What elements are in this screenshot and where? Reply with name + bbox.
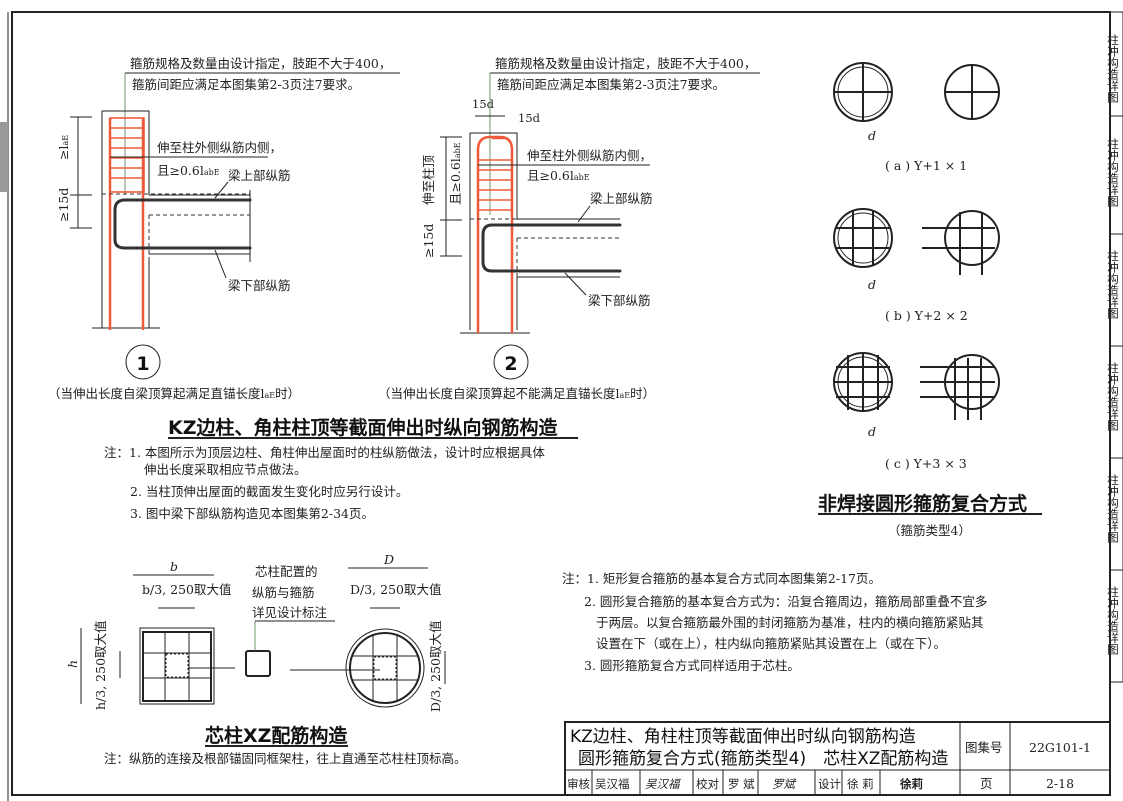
section1-note-1b: 伸出长度采取相应节点做法。 <box>144 462 307 477</box>
core-h: h <box>65 660 80 668</box>
core-callout-1: 芯柱配置的 <box>255 564 318 579</box>
side-tab-3[interactable]: 柱冲构造详图 <box>1106 249 1120 320</box>
d1-caption: （当伸出长度自梁顶算起满足直锚长度laE时） <box>48 386 300 401</box>
hoop-b-d: d <box>868 277 876 292</box>
check-name: 罗 斌 <box>728 777 755 791</box>
side-tab-4[interactable]: 柱冲构造详图 <box>1106 361 1120 432</box>
detail-1-marker <box>125 344 161 380</box>
d1-top-bar-label: 梁上部纵筋 <box>228 168 291 183</box>
d2-extend-line2: 且≥0.6labE <box>527 168 590 183</box>
d1-extend-line1: 伸至柱外侧纵筋内侧， <box>157 140 282 155</box>
d1-number: 1 <box>136 353 149 375</box>
section1-note-3: 3. 图中梁下部纵筋构造见本图集第2-34页。 <box>130 506 374 521</box>
hoops-note-3: 3. 圆形箍筋复合方式同样适用于芯柱。 <box>584 658 800 673</box>
section1-note-1: 注：1. 本图所示为顶层边柱、角柱伸出屋面时的柱纵筋做法，设计时应根据具体 <box>104 445 545 460</box>
d2-vertical-1: 伸至柱顶 <box>421 154 436 205</box>
hoops-subtitle: （箍筋类型4） <box>888 523 971 538</box>
side-tab-6[interactable]: 柱冲构造详图 <box>1106 585 1120 656</box>
d2-number: 2 <box>504 353 517 375</box>
core-callout-3: 详见设计标注 <box>252 605 328 620</box>
design-name: 徐 莉 <box>847 777 874 791</box>
atlas-label: 图集号 <box>965 740 1003 755</box>
review-label: 审核 <box>567 777 590 791</box>
core-h-rule: h/3, 250取大值 <box>93 620 108 710</box>
core-D-rule: D/3, 250取大值 <box>350 582 442 597</box>
d2-dim-15d: ≥15d <box>421 224 436 258</box>
hoop-diagrams: d ( a ) Y+1 × 1 d ( b ) Y+2 × 2 d ( c ) … <box>818 62 1042 538</box>
core-callout-2: 纵筋与箍筋 <box>252 585 315 600</box>
detail-1: 箍筋规格及数量由设计指定，肢距不大于400， 箍筋间距应满足本图集第2-3页注7… <box>48 56 400 401</box>
design-signature: 徐莉 <box>899 777 923 791</box>
design-label: 设计 <box>818 777 841 791</box>
review-signature: 吴汉福 <box>645 777 682 791</box>
core-b: b <box>170 559 178 574</box>
hoop-a-caption: ( a ) Y+1 × 1 <box>885 158 967 173</box>
core-D-rule-vertical: D/3, 250取大值 <box>428 621 443 713</box>
d2-extend-line1: 伸至柱外侧纵筋内侧， <box>527 148 652 163</box>
check-label: 校对 <box>696 777 719 791</box>
d2-note-line2: 箍筋间距应满足本图集第2-3页注7要求。 <box>497 77 725 92</box>
d2-caption: （当伸出长度自梁顶算起不能满足直锚长度laE时） <box>378 386 655 401</box>
d1-note-line2: 箍筋间距应满足本图集第2-3页注7要求。 <box>132 77 360 92</box>
side-tab-5[interactable]: 柱冲构造详图 <box>1106 473 1120 544</box>
title-line-1: KZ边柱、角柱柱顶等截面伸出时纵向钢筋构造 <box>570 727 916 747</box>
check-signature: 罗斌 <box>772 777 796 791</box>
hoop-c: d ( c ) Y+3 × 3 <box>833 352 1000 471</box>
page-value: 2-18 <box>1046 776 1074 791</box>
d1-note-line1: 箍筋规格及数量由设计指定，肢距不大于400， <box>130 56 391 71</box>
core-note: 注：纵筋的连接及根部锚固同框架柱，往上直通至芯柱柱顶标高。 <box>104 751 467 766</box>
detail-2-marker <box>493 344 529 380</box>
hoop-b-caption: ( b ) Y+2 × 2 <box>885 308 968 323</box>
d2-dim-15d-a: 15d <box>472 97 495 111</box>
d1-dim-15d: ≥15d <box>56 188 71 222</box>
side-tabs: 柱冲构造详图 柱冲构造详图 柱冲构造详图 柱冲构造详图 柱冲构造详图 柱冲构造详… <box>1106 11 1123 683</box>
detail-2: 箍筋规格及数量由设计指定，肢距不大于400， 箍筋间距应满足本图集第2-3页注7… <box>378 56 760 401</box>
d1-extend-line2: 且≥0.6labE <box>157 163 220 178</box>
hoop-b: d ( b ) Y+2 × 2 <box>833 208 1000 323</box>
hoops-title: 非焊接圆形箍筋复合方式 <box>818 492 1027 515</box>
left-tab <box>0 122 8 192</box>
d1-dim-lae: ≥laE <box>56 135 71 160</box>
d1-bottom-bar-label: 梁下部纵筋 <box>228 278 291 293</box>
d2-top-bar-label: 梁上部纵筋 <box>590 191 653 206</box>
core-b-rule: b/3, 250取大值 <box>142 582 231 597</box>
atlas-value: 22G101-1 <box>1029 740 1091 755</box>
title-line-2: 圆形箍筋复合方式(箍筋类型4) 芯柱XZ配筋构造 <box>578 749 948 769</box>
hoops-note-2c: 设置在下（或在上），柱内纵向箍筋紧贴其设置在上（或在下）。 <box>596 636 946 651</box>
hoops-note-2b: 于两层。以复合箍筋最外围的封闭箍筋为基准，柱内的横向箍筋紧贴其 <box>596 615 984 630</box>
title-block: KZ边柱、角柱柱顶等截面伸出时纵向钢筋构造 圆形箍筋复合方式(箍筋类型4) 芯柱… <box>564 721 1111 796</box>
hoop-a: d ( a ) Y+1 × 1 <box>833 62 1000 173</box>
section1-title: KZ边柱、角柱柱顶等截面伸出时纵向钢筋构造 <box>168 416 559 439</box>
hoop-c-d: d <box>868 424 876 439</box>
core-title: 芯柱XZ配筋构造 <box>205 724 348 747</box>
page-label: 页 <box>980 776 993 791</box>
review-name: 吴汉福 <box>595 777 630 791</box>
d2-vertical-2: 且≥0.6labE <box>448 142 463 205</box>
core-D: D <box>383 552 394 567</box>
section1-note-2: 2. 当柱顶伸出屋面的截面发生变化时应另行设计。 <box>130 484 408 499</box>
d2-bottom-bar-label: 梁下部纵筋 <box>588 293 651 308</box>
side-tab-2[interactable]: 柱冲构造详图 <box>1106 137 1120 208</box>
core-section <box>245 650 271 677</box>
hoops-note-2: 2. 圆形复合箍筋的基本复合方式为：沿复合箍周边，箍筋局部重叠不宜多 <box>584 594 987 609</box>
side-tab-1[interactable]: 柱冲构造详图 <box>1106 33 1120 104</box>
hoops-note-1: 注：1. 矩形复合箍筋的基本复合方式同本图集第2-17页。 <box>562 571 881 586</box>
d2-note-line1: 箍筋规格及数量由设计指定，肢距不大于400， <box>495 56 756 71</box>
d2-dim-15d-b: 15d <box>518 111 541 125</box>
hoop-c-caption: ( c ) Y+3 × 3 <box>885 456 967 471</box>
core-column: b b/3, 250取大值 h h/3, 250取大值 芯柱配置的 纵筋与箍筋 … <box>65 552 467 766</box>
hoop-a-d: d <box>868 128 876 143</box>
